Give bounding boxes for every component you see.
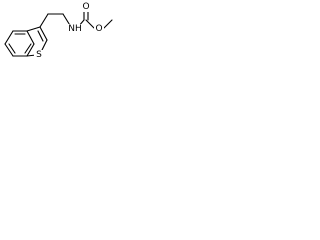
bond-benzene-double-3 <box>24 43 32 54</box>
bond-benzene-6 <box>4 43 14 57</box>
thiophene-ring <box>26 26 48 57</box>
bond-o-ch3 <box>103 19 113 29</box>
bond-thiophene-c2-s <box>41 39 48 51</box>
nh-atom-label: NH <box>68 24 82 34</box>
bond-thiophene-c3-c2-double <box>37 30 44 42</box>
bond-benzene-3 <box>26 30 35 45</box>
ester-oxygen-atom-label: O <box>95 24 102 34</box>
bond-thiophene-c3a-c3 <box>26 26 41 32</box>
atom-labels: S NH O O <box>34 2 104 61</box>
bond-c3-ch2 <box>39 13 49 28</box>
nh-label-bg <box>68 24 82 35</box>
chemical-structure-diagram: S NH O O <box>4 2 113 61</box>
bond-c-o-ester <box>85 19 95 29</box>
sulfur-atom-label: S <box>36 50 42 60</box>
benzene-ring <box>4 30 35 57</box>
ester-oxygen-label-bg <box>94 24 104 34</box>
bond-benzene-1 <box>4 30 14 45</box>
sulfur-label-bg <box>34 50 43 61</box>
bond-benzene-double-2 <box>8 43 16 54</box>
bond-benzene-4 <box>26 43 35 57</box>
carbonyl-oxygen-atom-label: O <box>82 2 89 12</box>
carbonyl-oxygen-label-bg <box>81 2 91 12</box>
bond-thiophene-c3-c2 <box>39 26 48 41</box>
